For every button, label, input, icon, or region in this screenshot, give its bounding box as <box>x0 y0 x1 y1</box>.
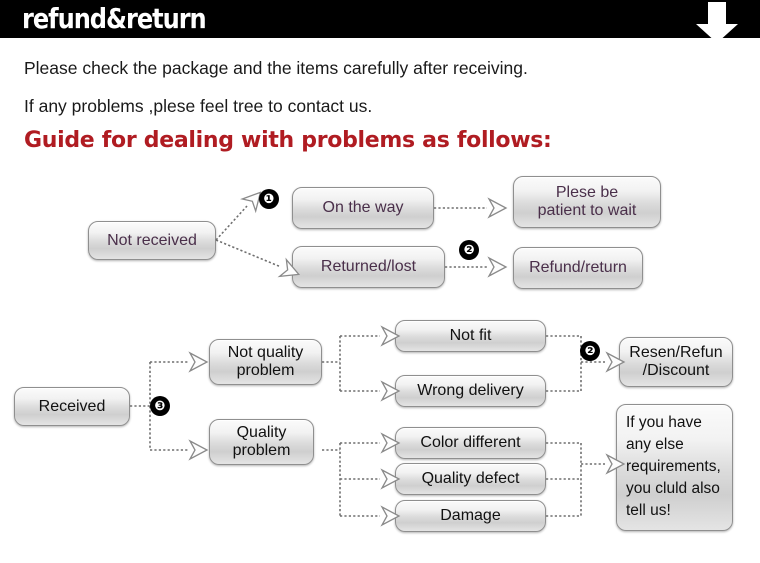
header-bar: refund&return <box>0 0 760 43</box>
box-plese-be-patient[interactable]: Plese be patient to wait <box>513 176 661 228</box>
box-received[interactable]: Received <box>14 387 130 426</box>
box-damage[interactable]: Damage <box>395 500 546 532</box>
box-refund-return[interactable]: Refund/return <box>513 247 643 289</box>
box-not-fit[interactable]: Not fit <box>395 320 546 352</box>
marker-2-flow1: ❷ <box>459 240 479 260</box>
box-on-the-way[interactable]: On the way <box>292 187 434 229</box>
box-quality-problem[interactable]: Quality problem <box>209 419 314 465</box>
marker-3: ❸ <box>150 396 170 416</box>
box-color-different[interactable]: Color different <box>395 427 546 459</box>
page-title: refund&return <box>22 2 207 35</box>
marker-1: ❶ <box>259 189 279 209</box>
box-resend-refund-discount[interactable]: Resen/Refun /Discount <box>619 337 733 387</box>
intro-line-2: If any problems ,plese feel tree to cont… <box>24 96 373 116</box>
marker-2-flow2: ❷ <box>580 341 600 361</box>
box-not-received[interactable]: Not received <box>88 221 216 260</box>
guide-heading: Guide for dealing with problems as follo… <box>24 128 552 153</box>
box-quality-defect[interactable]: Quality defect <box>395 463 546 495</box>
intro-line-1: Please check the package and the items c… <box>24 58 528 78</box>
box-wrong-delivery[interactable]: Wrong delivery <box>395 375 546 407</box>
box-not-quality-problem[interactable]: Not quality problem <box>209 339 322 385</box>
down-arrow-icon <box>696 2 738 43</box>
box-other-requirements[interactable]: If you have any else requirements, you c… <box>616 404 733 531</box>
box-returned-lost[interactable]: Returned/lost <box>292 246 445 288</box>
